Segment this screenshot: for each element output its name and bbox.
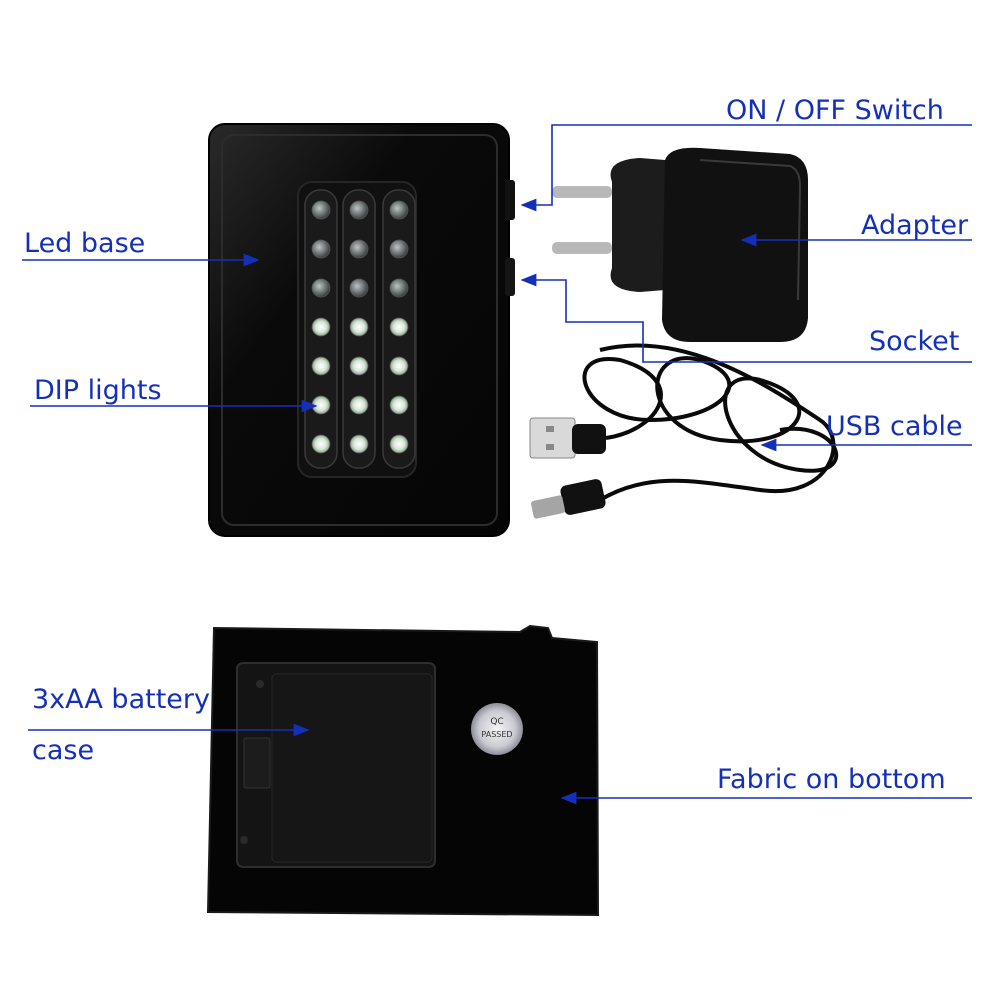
base-bottom: QC PASSED <box>206 624 600 917</box>
dip-led <box>389 317 409 337</box>
dip-led <box>389 434 409 454</box>
power-adapter <box>552 147 808 342</box>
adapter-pin-bottom <box>552 242 612 254</box>
label-socket: Socket <box>869 326 960 357</box>
badge-line-1: QC <box>490 717 503 727</box>
dip-led <box>349 356 369 376</box>
label-on-off-switch: ON / OFF Switch <box>726 95 944 126</box>
led-strips <box>304 189 416 469</box>
adapter-pin-top <box>552 186 612 198</box>
dip-led <box>349 317 369 337</box>
dip-led <box>311 200 331 220</box>
label-led-base: Led base <box>24 228 146 259</box>
label-battery-case-line1: 3xAA battery <box>32 684 210 715</box>
annotation-lines <box>22 124 972 805</box>
dip-led <box>349 200 369 220</box>
dip-led <box>389 356 409 376</box>
label-dip-lights: DIP lights <box>34 375 162 406</box>
dip-led <box>349 278 369 298</box>
dip-led <box>311 317 331 337</box>
dip-led <box>311 434 331 454</box>
dip-led <box>349 239 369 259</box>
label-fabric-on-bottom: Fabric on bottom <box>717 764 946 795</box>
switch-leader <box>520 124 972 212</box>
power-switch <box>505 180 515 220</box>
dc-socket <box>505 258 515 296</box>
socket-leader <box>520 273 972 363</box>
battery-latch <box>243 737 271 789</box>
qc-passed-badge <box>471 703 523 755</box>
label-adapter: Adapter <box>861 210 969 241</box>
badge-line-2: PASSED <box>481 730 512 739</box>
label-battery-case-line2: case <box>32 735 95 766</box>
dip-led <box>349 434 369 454</box>
dip-led <box>389 239 409 259</box>
led-base-device <box>208 123 515 537</box>
dip-led <box>349 395 369 415</box>
dip-led <box>311 356 331 376</box>
dip-led <box>311 278 331 298</box>
label-usb-cable: USB cable <box>826 411 963 442</box>
dip-led <box>389 200 409 220</box>
dip-led <box>389 278 409 298</box>
dip-led <box>311 239 331 259</box>
dip-led <box>389 395 409 415</box>
dip-led <box>311 395 331 415</box>
usb-cable <box>529 343 839 519</box>
